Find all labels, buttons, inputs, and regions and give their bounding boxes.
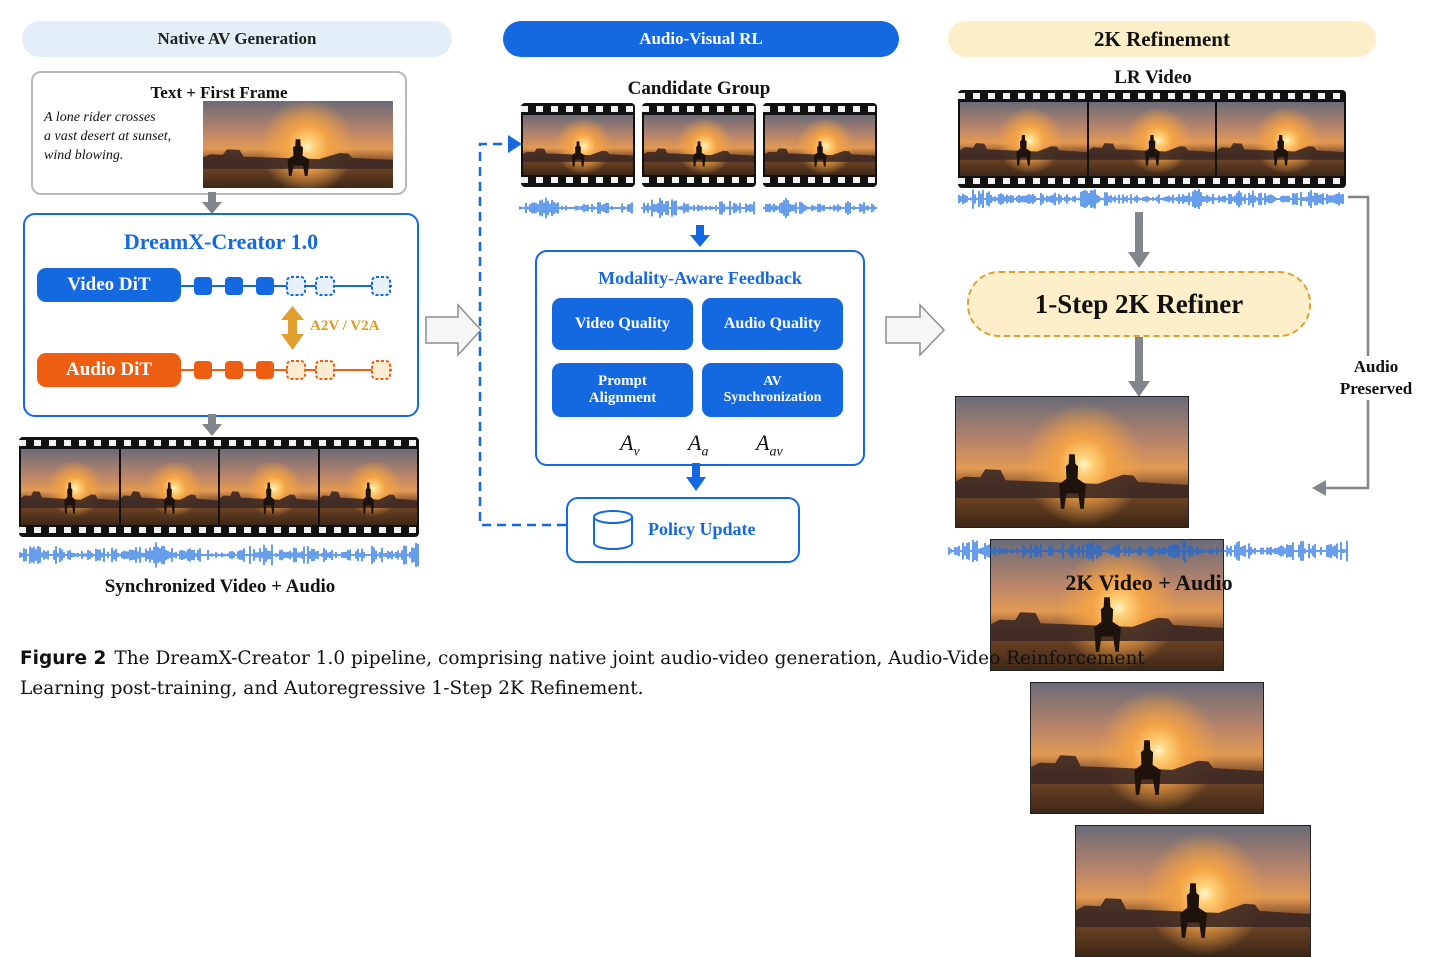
- synchronized-video-film: [19, 437, 419, 537]
- video-frame: [120, 449, 218, 525]
- video-frame: [21, 449, 119, 525]
- flow-arrow-icon: [885, 303, 946, 357]
- dit-token-chains: [181, 276, 392, 380]
- output-2k-label: 2K Video + Audio: [1065, 570, 1233, 595]
- stage-header-audio-visual-rl: Audio-Visual RL: [503, 21, 899, 57]
- audio-waveform: [948, 539, 1348, 563]
- a2v-v2a-label: A2V / V2A: [310, 318, 380, 334]
- audio-dit-block: Audio DiT: [37, 353, 181, 387]
- policy-feedback-loop: [478, 135, 566, 527]
- hr-frame: [955, 396, 1189, 528]
- advantage-aav: Aav: [756, 430, 783, 460]
- lr-video-film: [958, 90, 1346, 188]
- audio-waveform: [763, 198, 877, 218]
- candidate-group-label: Candidate Group: [627, 78, 771, 99]
- first-frame-image: [203, 101, 393, 188]
- arrow-down-icon: [1128, 337, 1150, 397]
- prompt-line: a vast desert at sunset,: [44, 129, 172, 144]
- refiner-label: 1-Step 2K Refiner: [1034, 288, 1244, 319]
- text-first-frame-box: Text + First Frame A lone rider crosses …: [31, 71, 407, 195]
- prompt-text: A lone rider crosses a vast desert at su…: [44, 108, 204, 165]
- policy-update-label: Policy Update: [648, 519, 756, 539]
- audio-quality-metric: Audio Quality: [702, 298, 843, 350]
- video-frame: [319, 449, 417, 525]
- arrow-down-icon: [690, 225, 710, 247]
- advantage-aa: Aa: [688, 430, 709, 460]
- feedback-title: Modality-Aware Feedback: [598, 268, 802, 288]
- prompt-line: wind blowing.: [44, 148, 124, 163]
- audio-preserved-path: [1312, 195, 1370, 496]
- candidate-film: [763, 103, 877, 187]
- dreamx-creator-box: DreamX-Creator 1.0: [23, 213, 419, 417]
- video-dit-block: Video DiT: [37, 268, 181, 302]
- figure-caption: Figure 2 The DreamX-Creator 1.0 pipeline,…: [20, 644, 1435, 704]
- arrow-down-icon: [1128, 212, 1150, 268]
- model-title: DreamX-Creator 1.0: [123, 229, 319, 254]
- caption-text-line2: Learning post-training, and Autoregressi…: [20, 678, 644, 699]
- prompt-alignment-metric: Prompt Alignment: [552, 363, 693, 417]
- stage-header-native-av: Native AV Generation: [22, 21, 452, 57]
- figure-label: Figure 2: [20, 648, 107, 669]
- hr-frame: [990, 539, 1224, 671]
- av-synchronization-metric: AV Synchronization: [702, 363, 843, 417]
- arrow-down-icon: [202, 192, 222, 214]
- text-first-frame-title: Text + First Frame: [150, 83, 288, 102]
- synchronized-output-label: Synchronized Video + Audio: [104, 576, 336, 597]
- video-quality-metric: Video Quality: [552, 298, 693, 350]
- prompt-line: A lone rider crosses: [44, 110, 156, 125]
- audio-preserved-label: Audio Preserved: [1326, 356, 1426, 400]
- candidate-film: [642, 103, 756, 187]
- modality-aware-feedback-box: Modality-Aware Feedback: [535, 250, 865, 466]
- lr-video-label: LR Video: [1114, 67, 1192, 88]
- arrow-down-icon: [686, 463, 706, 491]
- audio-waveform: [641, 198, 755, 218]
- audio-waveform: [519, 197, 633, 219]
- stage-header-2k-refinement: 2K Refinement: [948, 21, 1376, 57]
- candidate-film: [521, 103, 635, 187]
- arrow-down-icon: [202, 414, 222, 436]
- caption-text: The DreamX-Creator 1.0 pipeline, compris…: [114, 648, 1145, 669]
- video-frame: [220, 449, 318, 525]
- audio-waveform: [958, 188, 1344, 210]
- advantage-av: Av: [620, 430, 640, 460]
- flow-arrow-icon: [425, 303, 483, 357]
- database-icon: [593, 510, 633, 550]
- one-step-2k-refiner-box: 1-Step 2K Refiner: [967, 271, 1311, 337]
- hr-frame-front: [1075, 825, 1311, 957]
- audio-waveform: [19, 542, 419, 568]
